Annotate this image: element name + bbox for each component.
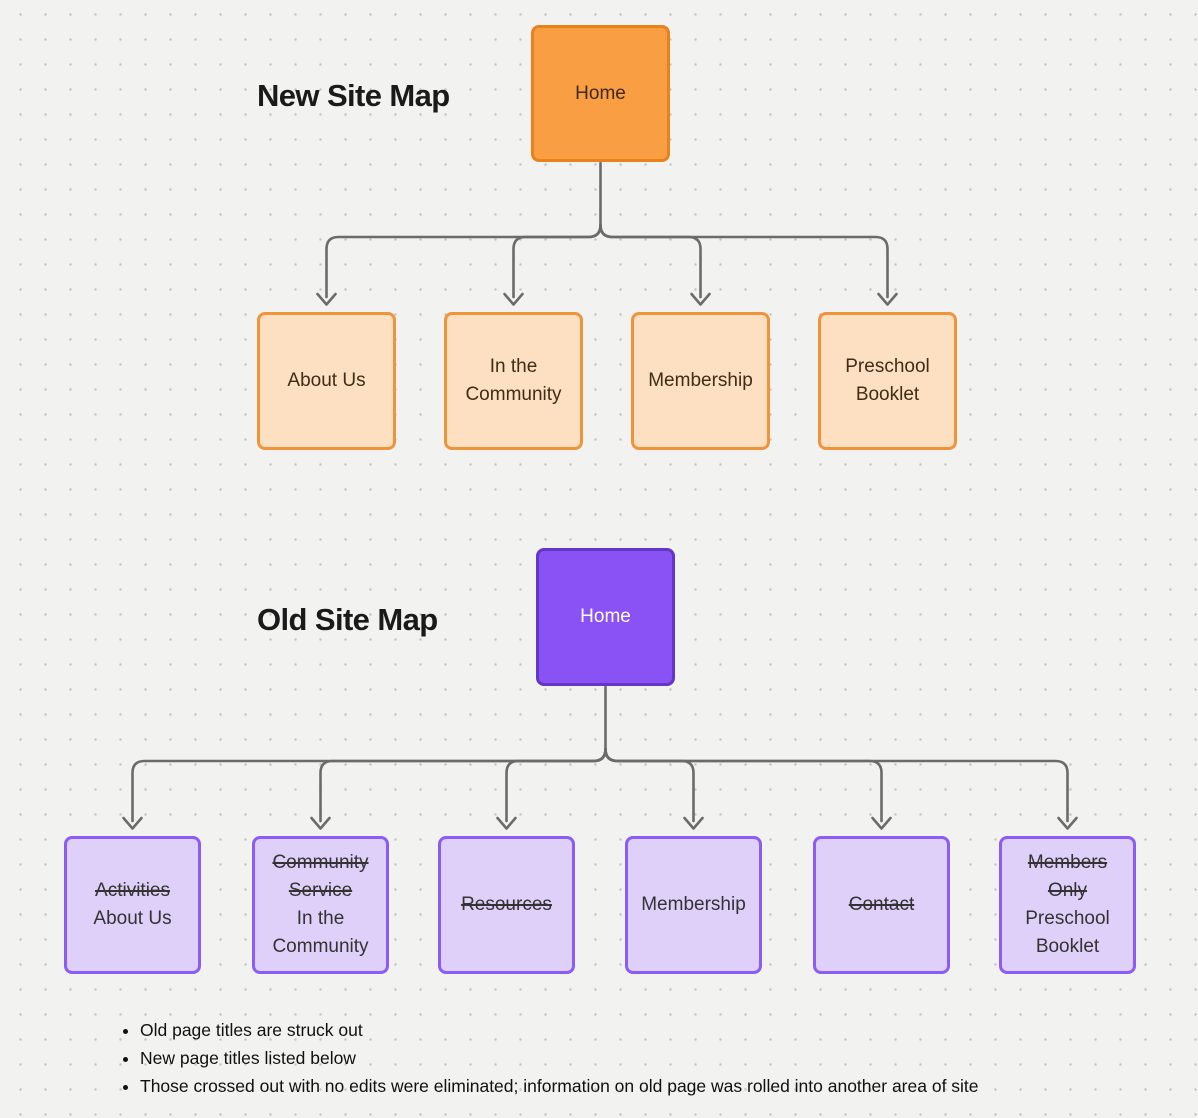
new-node-preschool-booklet[interactable]: Preschool Booklet bbox=[818, 312, 957, 450]
node-label: Home bbox=[580, 606, 631, 627]
old-site-map-title: Old Site Map bbox=[257, 602, 438, 637]
arrowhead-icon bbox=[871, 816, 892, 830]
new-tree-connector bbox=[316, 161, 898, 306]
new-node-in-the-community[interactable]: In the Community bbox=[444, 312, 583, 450]
arrowhead-icon bbox=[316, 292, 337, 306]
struck-old-title: Resources bbox=[461, 894, 552, 915]
note-item: Those crossed out with no edits were eli… bbox=[140, 1072, 979, 1100]
struck-old-title: Community Service bbox=[272, 852, 369, 901]
node-label: In the Community bbox=[465, 356, 562, 405]
arrowhead-icon bbox=[690, 292, 711, 306]
old-node-activities[interactable]: Activities About Us bbox=[64, 836, 201, 974]
arrowhead-icon bbox=[122, 816, 143, 830]
new-title: Preschool Booklet bbox=[1025, 908, 1110, 957]
new-node-membership[interactable]: Membership bbox=[631, 312, 770, 450]
connector-branch bbox=[512, 223, 602, 299]
arrowhead-icon bbox=[503, 292, 524, 306]
struck-old-title: Activities bbox=[95, 880, 170, 901]
old-home-node[interactable]: Home bbox=[536, 548, 675, 686]
connector-branch bbox=[604, 747, 695, 823]
new-home-node[interactable]: Home bbox=[531, 25, 670, 162]
connector-branch bbox=[319, 747, 607, 823]
connector-branch bbox=[604, 747, 883, 823]
new-title: About Us bbox=[93, 908, 172, 929]
node-label: Membership bbox=[648, 370, 753, 391]
arrowhead-icon bbox=[496, 816, 517, 830]
arrowhead-icon bbox=[877, 292, 898, 306]
node-label: Preschool Booklet bbox=[845, 356, 930, 405]
new-node-about-us[interactable]: About Us bbox=[257, 312, 396, 450]
note-item: Old page titles are struck out bbox=[140, 1016, 979, 1044]
note-item: New page titles listed below bbox=[140, 1044, 979, 1072]
old-node-members-only[interactable]: Members Only Preschool Booklet bbox=[999, 836, 1136, 974]
arrowhead-icon bbox=[1057, 816, 1078, 830]
connector-branch bbox=[131, 747, 607, 823]
old-node-membership[interactable]: Membership bbox=[625, 836, 762, 974]
arrowhead-icon bbox=[310, 816, 331, 830]
node-label: Home bbox=[575, 82, 626, 104]
old-tree-connector bbox=[122, 685, 1078, 830]
node-label: About Us bbox=[287, 370, 366, 391]
new-site-map-title: New Site Map bbox=[257, 78, 450, 113]
old-node-community-service[interactable]: Community Service In the Community bbox=[252, 836, 389, 974]
new-title: Membership bbox=[641, 894, 746, 915]
connector-branch bbox=[599, 223, 702, 299]
legend-notes: Old page titles are struck out New page … bbox=[116, 1016, 979, 1100]
connector-branch bbox=[599, 223, 889, 299]
struck-old-title: Members Only bbox=[1027, 852, 1108, 901]
struck-old-title: Contact bbox=[848, 894, 915, 915]
old-node-contact[interactable]: Contact bbox=[813, 836, 950, 974]
connector-branch bbox=[325, 223, 602, 299]
arrowhead-icon bbox=[683, 816, 704, 830]
connector-branch bbox=[505, 747, 607, 823]
new-title: In the Community bbox=[272, 908, 369, 957]
old-node-resources[interactable]: Resources bbox=[438, 836, 575, 974]
connector-branch bbox=[604, 747, 1069, 823]
